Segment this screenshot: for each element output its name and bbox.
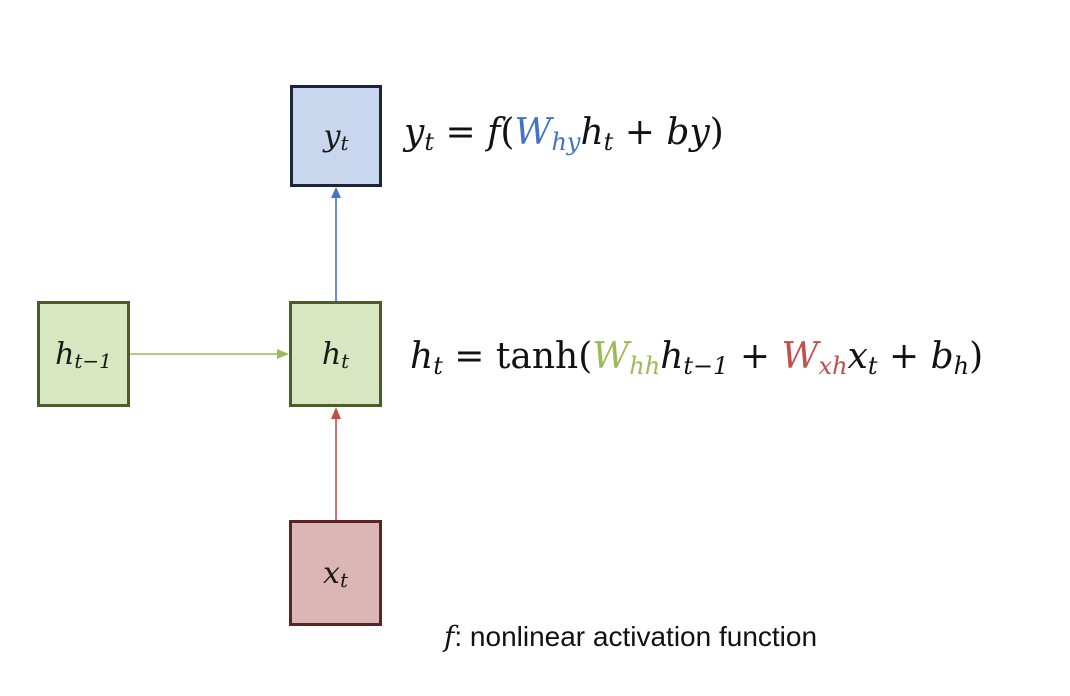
weight-w-hh: W [592, 336, 630, 377]
node-h-t: ht [289, 301, 382, 407]
node-h-t-minus-1-label: ht−1 [55, 336, 112, 373]
node-y-t: yt [290, 85, 382, 187]
weight-w-hy: W [514, 112, 552, 153]
node-x-t-label: xt [323, 555, 348, 592]
weight-w-xh: W [781, 336, 819, 377]
arrowhead-xt-to-ht [331, 407, 341, 419]
activation-note-text: : nonlinear activation function [454, 621, 818, 652]
activation-note: f: nonlinear activation function [444, 620, 817, 653]
arrowhead-ht-to-yt [331, 187, 341, 198]
node-y-t-label: yt [323, 118, 349, 155]
node-h-t-label: ht [321, 336, 350, 373]
output-equation: yt = f(Whyht + by) [404, 112, 724, 156]
node-h-t-minus-1: ht−1 [37, 301, 130, 407]
arrowhead-hprev-to-ht [277, 349, 289, 359]
node-x-t: xt [289, 520, 382, 626]
hidden-state-equation: ht = tanh(Whhht−1 + Wxhxt + bh) [410, 336, 984, 380]
activation-symbol: f [444, 620, 455, 653]
